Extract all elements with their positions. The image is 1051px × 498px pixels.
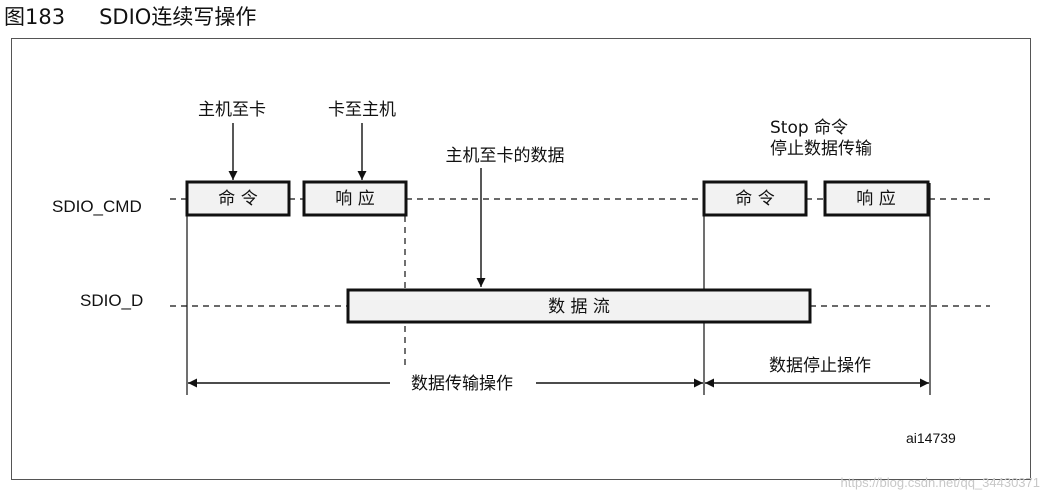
data-stream-box: 数 据 流 bbox=[346, 288, 812, 324]
cmd-box-2: 命 令 bbox=[702, 180, 808, 217]
span-transfer-label: 数据传输操作 bbox=[411, 374, 513, 394]
resp-box-2: 响 应 bbox=[823, 180, 930, 217]
resp-box-2-label: 响 应 bbox=[856, 189, 895, 209]
figure-caption: SDIO连续写操作 bbox=[99, 5, 257, 29]
cmd-box-2-label: 命 令 bbox=[735, 189, 774, 209]
watermark: https://blog.csdn.net/qq_34430371 bbox=[841, 475, 1041, 490]
cmd-box-1: 命 令 bbox=[185, 180, 291, 217]
annotation-stop-line2: 停止数据传输 bbox=[770, 139, 872, 159]
resp-box-1-label: 响 应 bbox=[335, 189, 374, 209]
figure-title: 图183 SDIO连续写操作 bbox=[4, 2, 256, 32]
signal-label-data: SDIO_D bbox=[80, 291, 143, 310]
resp-box-1: 响 应 bbox=[302, 180, 408, 217]
data-stream-label: 数 据 流 bbox=[548, 297, 610, 317]
annotation-host-to-card: 主机至卡 bbox=[198, 100, 266, 120]
diagram-frame bbox=[11, 38, 1031, 480]
annotation-host-to-card-data: 主机至卡的数据 bbox=[446, 146, 565, 166]
figure-id: ai14739 bbox=[906, 430, 956, 446]
annotation-stop-line1: Stop 命令 bbox=[770, 118, 848, 138]
cmd-box-1-label: 命 令 bbox=[218, 189, 257, 209]
signal-label-cmd: SDIO_CMD bbox=[52, 197, 142, 216]
span-stop-label: 数据停止操作 bbox=[769, 356, 871, 376]
figure-number: 图183 bbox=[4, 5, 66, 29]
annotation-card-to-host: 卡至主机 bbox=[328, 100, 396, 120]
